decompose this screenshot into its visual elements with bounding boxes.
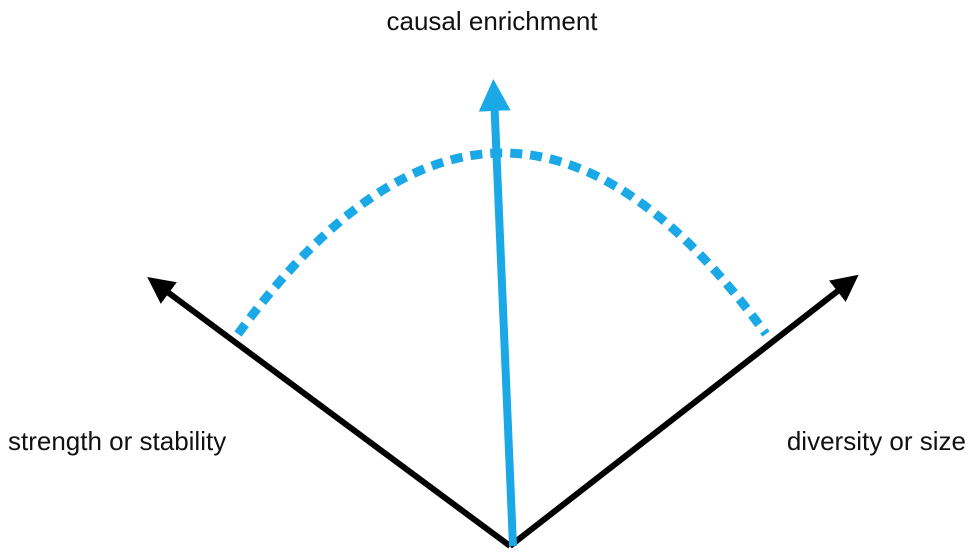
dotted-arc [234, 148, 770, 337]
center-axis-label: causal enrichment [386, 6, 598, 36]
right-axis-arrow [508, 274, 859, 549]
right-axis-label: diversity or size [786, 426, 966, 456]
left-axis-label: strength or stability [8, 426, 227, 456]
center-axis-arrow [478, 79, 517, 547]
left-axis-arrow [147, 276, 512, 549]
